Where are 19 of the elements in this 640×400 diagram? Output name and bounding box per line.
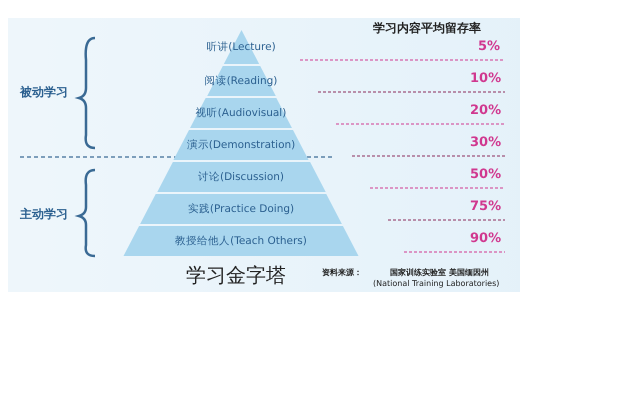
group-label: 主动学习: [20, 206, 68, 223]
diagram-title: 学习金字塔: [186, 262, 286, 289]
retention-percentage: 50%: [470, 167, 502, 182]
retention-percentage: 75%: [470, 199, 502, 214]
column-header: 学习内容平均留存率: [373, 20, 481, 37]
pyramid-level: 演示(Demonstration): [173, 130, 309, 160]
retention-percentage: 30%: [470, 135, 502, 150]
retention-percentage: 20%: [470, 103, 502, 118]
pyramid-level: 视听(Audiovisual): [190, 98, 292, 128]
source-text: 国家训练实验室 美国缅因州: [390, 267, 489, 278]
retention-percentage: 5%: [478, 39, 500, 54]
retention-percentage: 90%: [470, 231, 502, 246]
group-label: 被动学习: [20, 84, 68, 101]
retention-percentage: 10%: [470, 71, 502, 86]
source-label: 资料来源：: [322, 267, 362, 278]
pyramid-apex: 听讲(Lecture): [204, 30, 278, 64]
pyramid-level: 实践(Practice Doing): [140, 194, 342, 224]
pyramid-level: 教授给他人(Teach Others): [123, 226, 359, 256]
source-text: (National Training Laboratories): [373, 279, 500, 288]
